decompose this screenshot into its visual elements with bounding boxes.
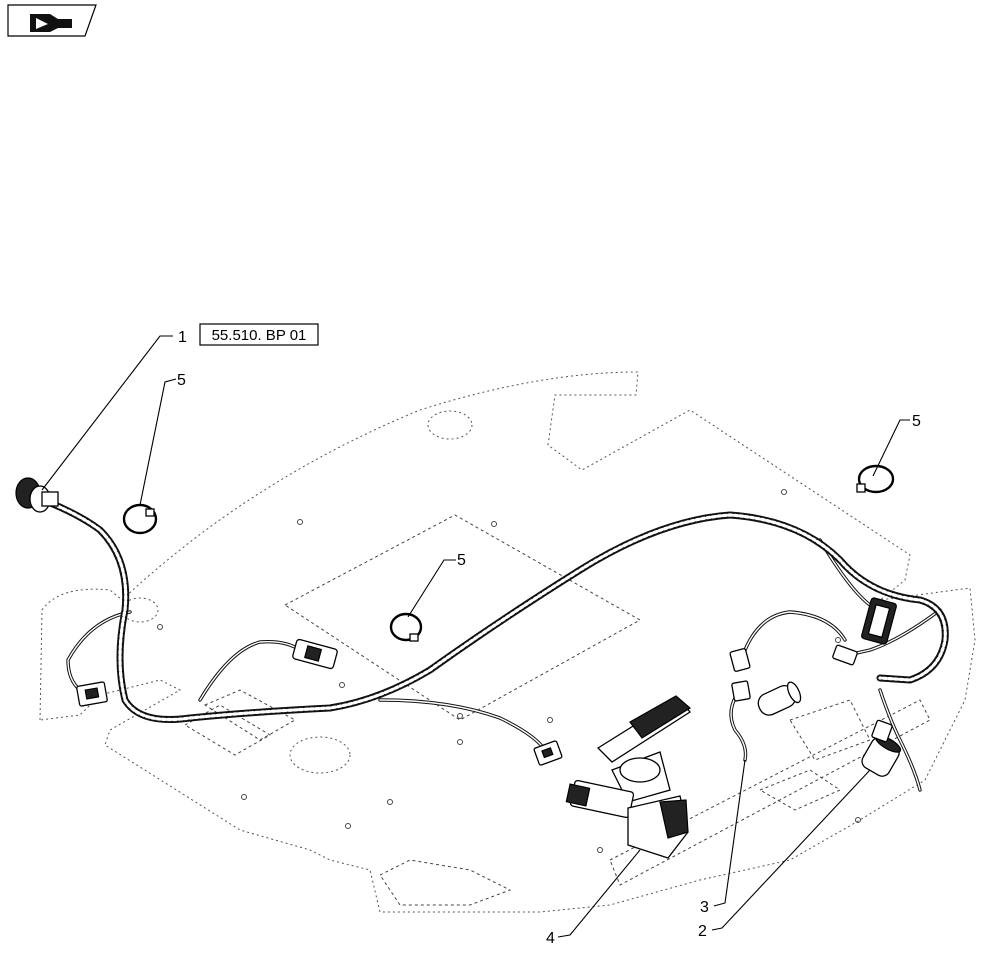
cab-floor-outline <box>39 371 976 913</box>
callout-5-left: 5 <box>177 372 186 389</box>
pressure-switch[interactable] <box>755 680 922 792</box>
connector-lower[interactable] <box>533 740 563 766</box>
connector-left[interactable] <box>76 681 108 707</box>
connector-right[interactable] <box>861 597 897 645</box>
cable-tie-center[interactable] <box>389 612 423 642</box>
connector-right-small[interactable] <box>832 644 858 666</box>
connector-mid[interactable] <box>292 638 338 670</box>
catalog-icon-box[interactable] <box>7 4 97 37</box>
callout-5-right: 5 <box>912 413 921 430</box>
reference-box[interactable]: 55.510. BP 01 <box>199 323 319 346</box>
main-wiring-harness[interactable] <box>15 477 949 766</box>
cable-tie-left[interactable] <box>122 503 158 535</box>
callout-1: 1 <box>178 329 187 346</box>
book-arrow-icon <box>30 14 72 32</box>
foot-pedal-assembly[interactable] <box>565 695 692 859</box>
callout-2: 2 <box>698 923 707 940</box>
callout-4: 4 <box>546 930 555 947</box>
cable-tie-right[interactable] <box>856 464 895 494</box>
reference-label: 55.510. BP 01 <box>212 327 307 344</box>
callout-3: 3 <box>700 899 709 916</box>
leader-lines <box>41 335 910 938</box>
callout-5-center: 5 <box>457 552 466 569</box>
mounting-holes <box>157 489 893 853</box>
sensor-cable[interactable] <box>729 610 847 762</box>
round-connector[interactable] <box>15 477 59 513</box>
